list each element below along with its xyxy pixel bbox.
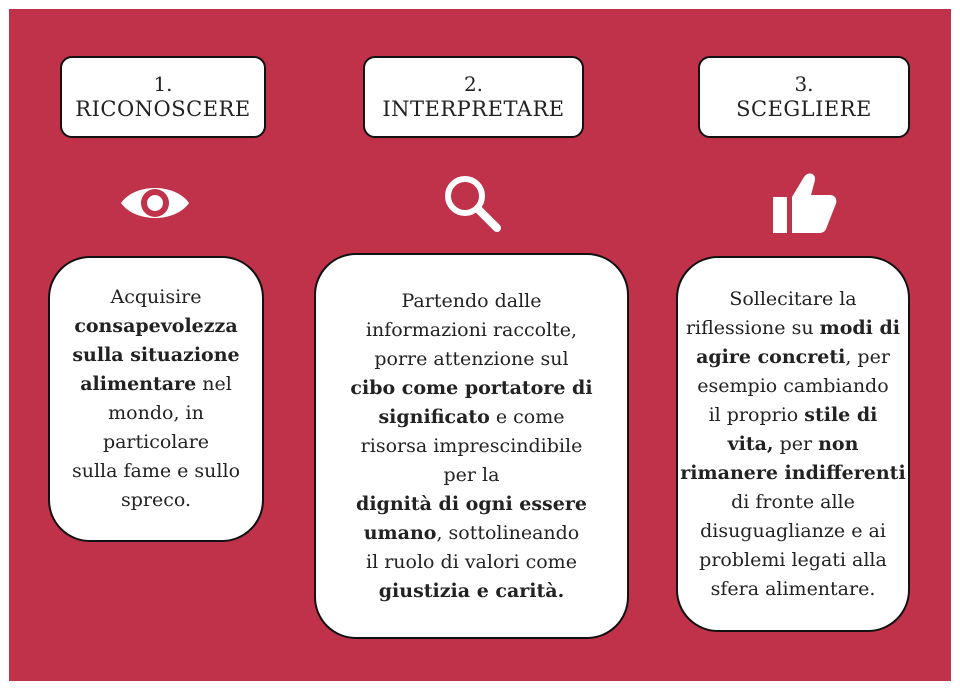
body-text: Acquisire bbox=[110, 286, 202, 308]
body-text: porre attenzione sul bbox=[374, 347, 569, 370]
highlight-text: dignità di ogni essere bbox=[356, 492, 587, 515]
step-number: 1. bbox=[153, 72, 173, 96]
description-card-scegliere: Sollecitare la riflessione su modi di agir… bbox=[676, 256, 910, 632]
body-text: informazioni raccolte, bbox=[365, 318, 578, 341]
highlight-text: umano bbox=[363, 521, 437, 544]
description-text: Acquisire consapevolezza sulla situazione a… bbox=[72, 283, 240, 515]
description-text: Sollecitare la riflessione su modi di agir… bbox=[680, 285, 905, 604]
highlight-text: sulla situazione bbox=[72, 344, 240, 366]
highlight-text: significato bbox=[378, 405, 490, 428]
body-text: per la bbox=[443, 463, 500, 486]
body-text: disuguaglianze e ai bbox=[700, 519, 886, 542]
highlight-text: modi di bbox=[819, 316, 901, 339]
highlight-text: consapevolezza bbox=[74, 315, 238, 337]
body-text: il proprio bbox=[708, 403, 805, 426]
description-card-riconoscere: Acquisire consapevolezza sulla situazione a… bbox=[48, 256, 264, 542]
step-number: 2. bbox=[463, 72, 484, 96]
highlight-text: cibo come portatore di bbox=[350, 376, 593, 399]
body-text: mondo, in bbox=[108, 402, 204, 424]
highlight-text: vita, bbox=[727, 432, 774, 455]
eye-icon bbox=[115, 168, 195, 238]
step-title: SCEGLIERE bbox=[736, 97, 872, 121]
step-title: RICONOSCERE bbox=[75, 97, 251, 121]
highlight-text: agire concreti bbox=[696, 345, 846, 368]
body-text: sulla fame e sullo bbox=[71, 460, 241, 482]
thumbs-up-icon bbox=[764, 168, 844, 238]
body-text: riflessione su bbox=[685, 316, 820, 339]
body-text: Sollecitare la bbox=[729, 287, 857, 310]
body-text: risorsa imprescindibile bbox=[360, 434, 583, 457]
body-text: e come bbox=[489, 405, 565, 428]
body-text: , per bbox=[845, 345, 890, 368]
body-text: particolare bbox=[102, 431, 210, 453]
step-number: 3. bbox=[794, 72, 814, 96]
body-text: il ruolo di valori come bbox=[366, 550, 577, 573]
highlight-text: rimanere indifferenti bbox=[680, 461, 906, 484]
highlight-text: alimentare bbox=[80, 373, 197, 395]
highlight-text: non bbox=[818, 432, 859, 455]
description-card-interpretare: Partendo dalle informazioni raccolte, porr… bbox=[314, 253, 629, 639]
step-box-scegliere: 3. SCEGLIERE bbox=[698, 56, 910, 138]
body-text: Partendo dalle bbox=[401, 289, 542, 312]
body-text: di fronte alle bbox=[731, 490, 855, 513]
step-box-interpretare: 2. INTERPRETARE bbox=[363, 56, 584, 138]
body-text: , sottolineando bbox=[436, 521, 580, 544]
body-text: spreco. bbox=[120, 489, 192, 511]
magnifier-icon bbox=[432, 168, 512, 238]
step-title: INTERPRETARE bbox=[382, 97, 565, 121]
body-text: sfera alimentare. bbox=[710, 577, 876, 600]
highlight-text: stile di bbox=[804, 403, 878, 426]
body-text: nel bbox=[196, 373, 232, 395]
body-text: per bbox=[773, 432, 819, 455]
body-text: esempio cambiando bbox=[697, 374, 889, 397]
step-box-riconoscere: 1. RICONOSCERE bbox=[60, 56, 266, 138]
highlight-text: giustizia e carità. bbox=[378, 579, 565, 602]
body-text: problemi legati alla bbox=[699, 548, 887, 571]
description-text: Partendo dalle informazioni raccolte, porr… bbox=[350, 287, 592, 606]
